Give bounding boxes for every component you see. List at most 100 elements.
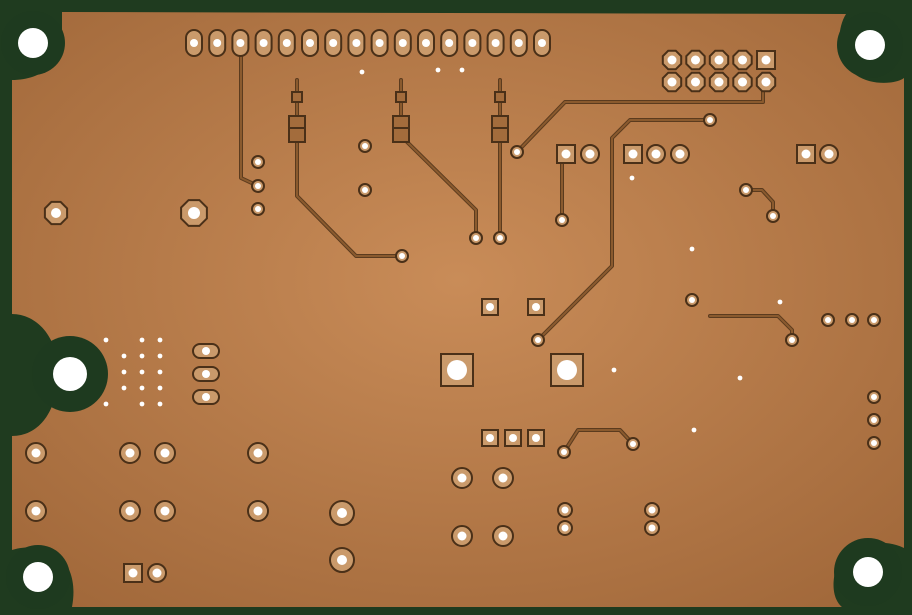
drill-hole xyxy=(498,473,508,483)
drill-hole xyxy=(707,117,713,123)
via xyxy=(629,175,635,181)
mounting-holes xyxy=(1,11,903,609)
via xyxy=(157,401,163,407)
via xyxy=(121,353,127,359)
drill-hole xyxy=(282,39,291,47)
drill-hole xyxy=(561,506,569,514)
drill-hole xyxy=(509,434,517,442)
drill-hole xyxy=(486,303,494,311)
drill-hole xyxy=(202,393,210,401)
via xyxy=(777,299,783,305)
drill-hole xyxy=(532,434,540,442)
drill-hole xyxy=(486,434,494,442)
drill-hole xyxy=(213,39,222,47)
drill-hole xyxy=(188,207,200,219)
drill-hole xyxy=(51,208,61,218)
drill-hole xyxy=(689,297,695,303)
drill-hole xyxy=(422,39,430,47)
via xyxy=(121,369,127,375)
via xyxy=(103,337,109,343)
drill-hole xyxy=(152,568,162,578)
drill-hole xyxy=(761,77,771,87)
drill-hole xyxy=(743,187,749,193)
drill-hole xyxy=(259,39,268,47)
via xyxy=(139,353,145,359)
drill-hole xyxy=(253,448,263,458)
drill-hole xyxy=(585,149,595,159)
drill-hole xyxy=(538,39,546,47)
drill-hole xyxy=(352,39,361,47)
via xyxy=(103,401,109,407)
via xyxy=(689,246,695,252)
drill-hole xyxy=(761,55,771,65)
drill-hole xyxy=(648,506,656,514)
via xyxy=(157,337,163,343)
drill-hole xyxy=(628,149,638,159)
drill-hole xyxy=(651,149,661,159)
drill-hole xyxy=(255,206,261,212)
via xyxy=(157,369,163,375)
via xyxy=(737,375,743,381)
drill-hole xyxy=(871,440,877,446)
diode-footprints xyxy=(288,91,509,143)
drill-hole xyxy=(559,217,565,223)
drill-hole xyxy=(691,55,700,65)
via xyxy=(139,385,145,391)
drill-hole xyxy=(714,77,724,87)
drill-hole xyxy=(202,347,210,355)
drill-hole xyxy=(714,55,724,65)
drill-hole xyxy=(125,506,135,516)
drill-hole xyxy=(255,183,261,189)
via xyxy=(121,385,127,391)
drill-hole xyxy=(447,360,467,380)
drill-hole xyxy=(498,531,508,541)
drill-hole xyxy=(128,568,138,578)
drill-hole xyxy=(491,39,500,47)
via xyxy=(139,369,145,375)
drill-hole xyxy=(337,555,347,565)
drill-hole xyxy=(667,55,677,65)
drill-hole xyxy=(375,39,384,47)
drill-hole xyxy=(362,143,368,149)
drill-hole xyxy=(473,235,479,241)
drill-hole xyxy=(871,417,877,423)
drill-hole xyxy=(535,337,541,343)
drill-hole xyxy=(738,55,747,65)
drill-hole xyxy=(236,39,245,47)
drill-hole xyxy=(532,303,540,311)
copper-pour xyxy=(12,12,904,607)
drill-hole xyxy=(630,441,636,447)
drill-hole xyxy=(362,187,368,193)
drill-hole xyxy=(160,506,170,516)
drill-hole xyxy=(871,394,877,400)
drill-hole xyxy=(871,317,877,323)
drill-hole xyxy=(190,39,198,47)
drill-hole xyxy=(125,448,135,458)
via xyxy=(157,385,163,391)
drill-hole xyxy=(557,360,577,380)
drill-hole xyxy=(561,524,569,532)
drill-hole xyxy=(329,39,338,47)
drill-hole xyxy=(675,149,685,159)
via xyxy=(691,427,697,433)
drill-hole xyxy=(399,253,405,259)
drill-hole xyxy=(457,531,467,541)
large-square-pad xyxy=(440,353,474,387)
via xyxy=(139,401,145,407)
drill-hole xyxy=(561,149,571,159)
drill-hole xyxy=(253,506,263,516)
via xyxy=(157,353,163,359)
via xyxy=(359,69,365,75)
drill-hole xyxy=(337,508,347,518)
via xyxy=(459,67,465,73)
drill-hole xyxy=(789,337,795,343)
drill-hole xyxy=(738,77,747,87)
drill-hole xyxy=(31,448,41,458)
drill-hole xyxy=(770,213,776,219)
drill-hole xyxy=(667,77,677,87)
drill-hole xyxy=(306,39,314,47)
drill-hole xyxy=(468,39,477,47)
drill-hole xyxy=(691,77,700,87)
vias xyxy=(103,67,783,433)
